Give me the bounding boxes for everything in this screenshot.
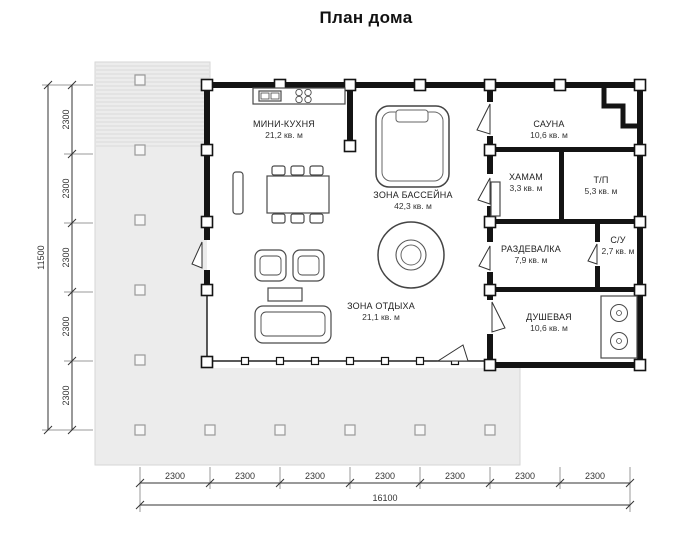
- dim-bottom-0: 2300: [165, 471, 185, 481]
- room-pool-area: 42,3 кв. м: [394, 201, 432, 211]
- deck-hatching: [96, 63, 209, 148]
- room-labels: МИНИ-КУХНЯ 21,2 кв. м ЗОНА БАССЕЙНА 42,3…: [253, 119, 635, 333]
- hammam-door-icon: [477, 177, 491, 205]
- room-shower-name: ДУШЕВАЯ: [526, 312, 572, 322]
- room-tp-name: Т/П: [593, 175, 608, 185]
- room-lounge-name: ЗОНА ОТДЫХА: [347, 301, 415, 311]
- dim-left-4: 2300: [61, 385, 71, 405]
- hot-tub-icon: [377, 221, 445, 289]
- room-kitchen-area: 21,2 кв. м: [265, 130, 303, 140]
- room-hammam-area: 3,3 кв. м: [510, 183, 543, 193]
- room-changing-area: 7,9 кв. м: [515, 255, 548, 265]
- dim-left-1: 2300: [61, 178, 71, 198]
- dim-bottom-3: 2300: [375, 471, 395, 481]
- door-swing-icons: [191, 103, 598, 362]
- hammam-bench-icon: [490, 181, 501, 217]
- shower-unit-icon: [600, 295, 638, 359]
- room-pool-name: ЗОНА БАССЕЙНА: [373, 189, 452, 200]
- sauna-stove-wall: [601, 85, 640, 129]
- left-entry-door-icon: [191, 241, 203, 269]
- room-wc-area: 2,7 кв. м: [602, 246, 635, 256]
- dining-set-icon: [232, 165, 330, 224]
- room-lounge-area: 21,1 кв. м: [362, 312, 400, 322]
- dimension-labels: 2300 2300 2300 2300 2300 11500 2300 2300…: [36, 109, 605, 503]
- room-changing-name: РАЗДЕВАЛКА: [501, 244, 561, 254]
- shower-door-icon: [491, 301, 506, 333]
- dim-bottom-5: 2300: [515, 471, 535, 481]
- room-sauna-area: 10,6 кв. м: [530, 130, 568, 140]
- furniture: [232, 87, 638, 359]
- dim-bottom-6: 2300: [585, 471, 605, 481]
- page-title: План дома: [319, 8, 413, 27]
- kitchen-counter-icon: [252, 87, 346, 105]
- armchair-icon: [292, 249, 325, 282]
- armchair-icon: [254, 249, 287, 282]
- sauna-door-icon: [476, 103, 491, 135]
- dim-bottom-1: 2300: [235, 471, 255, 481]
- dim-left-3: 2300: [61, 316, 71, 336]
- dim-bottom-2: 2300: [305, 471, 325, 481]
- dim-bottom-total: 16100: [372, 493, 397, 503]
- room-tp-area: 5,3 кв. м: [585, 186, 618, 196]
- dim-left-0: 2300: [61, 109, 71, 129]
- deck-columns: [134, 74, 496, 436]
- dim-left-total: 11500: [36, 245, 46, 269]
- wall-columns: [200, 78, 647, 372]
- room-shower-area: 10,6 кв. м: [530, 323, 568, 333]
- room-kitchen-name: МИНИ-КУХНЯ: [253, 119, 315, 129]
- terrace-door-icon: [436, 344, 469, 362]
- sofa-icon: [254, 305, 332, 344]
- wc-door-icon: [587, 243, 598, 265]
- changing-door-icon: [478, 245, 491, 271]
- dim-left-2: 2300: [61, 247, 71, 267]
- coffee-table-icon: [267, 287, 303, 302]
- room-hammam-name: ХАМАМ: [509, 172, 543, 182]
- dimension-lines: [42, 80, 635, 512]
- pool-icon: [375, 105, 450, 188]
- room-sauna-name: САУНА: [533, 119, 564, 129]
- room-wc-name: С/У: [610, 235, 625, 245]
- dim-bottom-4: 2300: [445, 471, 465, 481]
